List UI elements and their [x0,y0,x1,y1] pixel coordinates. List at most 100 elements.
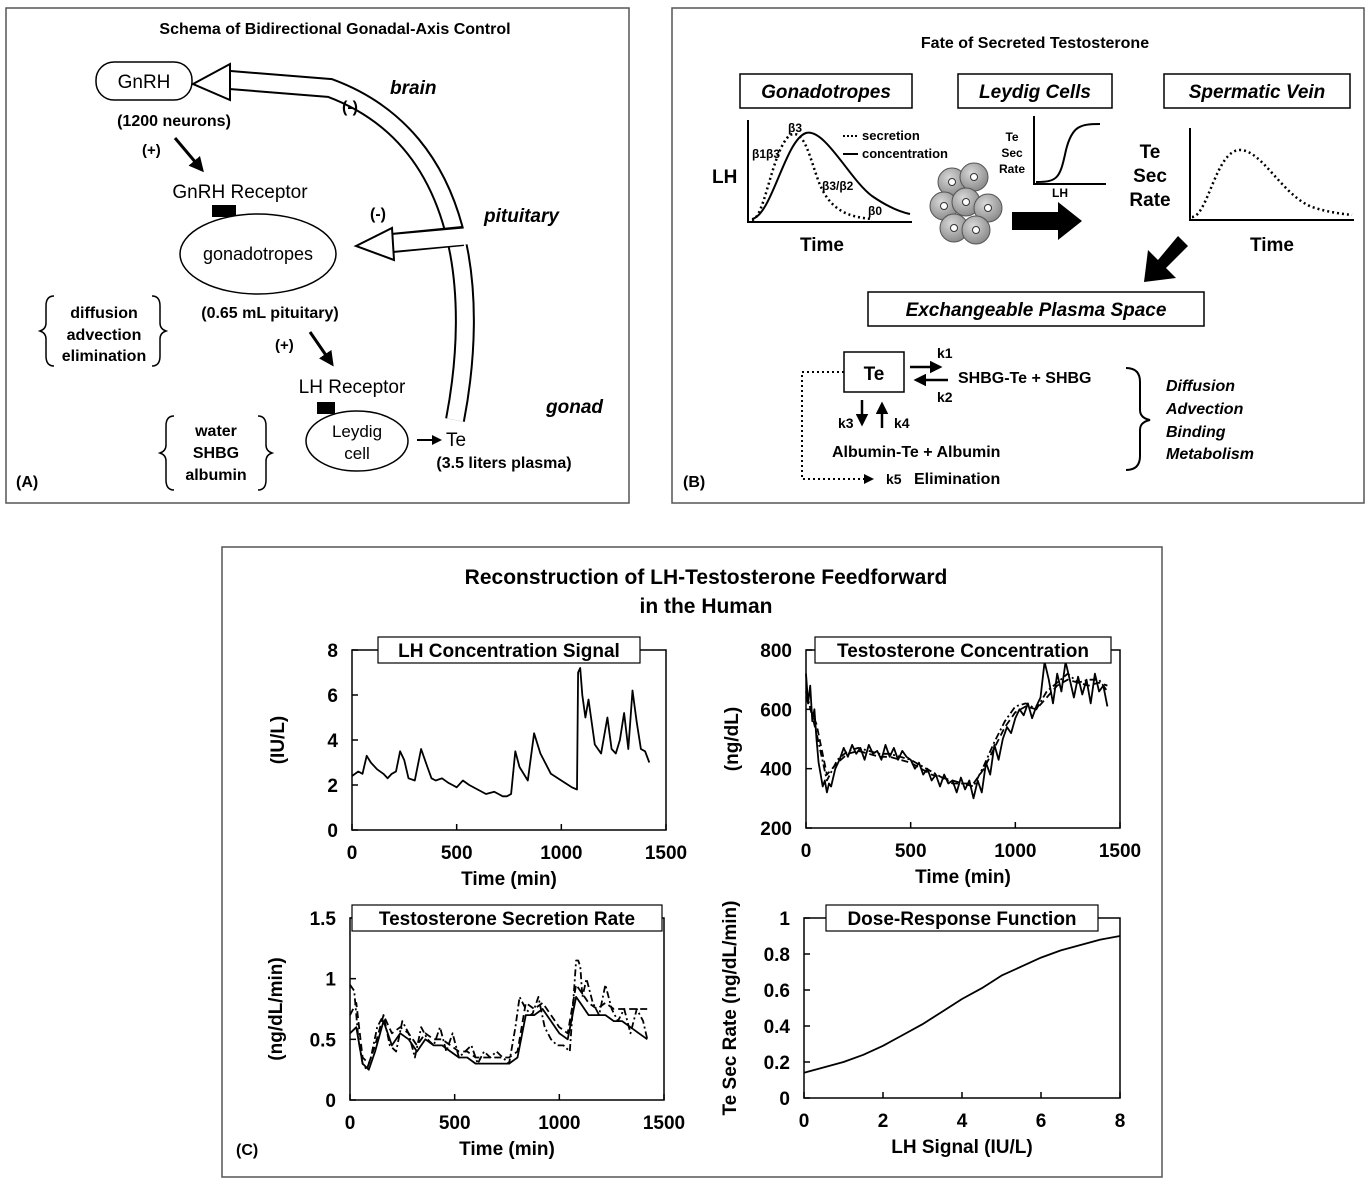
feedback-arrowhead-pituitary [353,226,396,262]
y-axis-label: (ng/dL) [722,707,743,771]
big-arrow-right [1012,202,1082,240]
right-brace-2 [257,415,275,491]
exchangeable-label: Exchangeable Plasma Space [906,300,1167,321]
series-line-2 [805,678,1108,785]
chart-title-box [377,636,641,664]
leydig-label-2: cell [344,444,370,463]
feedback-arrowhead-brain [190,62,231,102]
chart-title: Testosterone Secretion Rate [379,909,635,930]
beta0-label: β0 [868,204,882,218]
pituitary-volume-label: (0.65 mL pituitary) [201,305,339,322]
brace1-line-1: diffusion [70,305,138,322]
gonadotropes-box [739,73,913,109]
x-tick-label: 1500 [643,1113,685,1134]
process-brace [1125,367,1151,471]
y-tick-label: 1.5 [310,909,337,930]
series-line-1 [349,959,649,1071]
plot-area [803,917,1121,1099]
te-sec-small-3: Rate [999,162,1025,176]
gnrh-receptor-mark [212,205,236,217]
leydig-heading: Leydig Cells [979,82,1091,103]
k4-label: k4 [894,415,910,431]
chart-title: Testosterone Concentration [837,641,1089,662]
minus-sign-2: (-) [370,206,386,223]
x-tick-label: 0 [347,843,358,864]
series-line-1 [351,667,651,798]
brace2-line-3: albumin [185,467,246,484]
series-line-1 [805,661,1109,800]
te-label: Te [446,430,466,451]
chart-title: LH Concentration Signal [398,641,620,662]
panel-a-frame [5,7,630,504]
elimination-label: Elimination [914,471,1000,488]
spermatic-heading: Spermatic Vein [1189,82,1326,103]
leydig-ellipse [305,410,409,472]
x-tick-label: 2 [878,1111,889,1132]
x-tick-label: 1500 [1099,841,1141,862]
gonadotropes-heading: Gonadotropes [761,82,891,103]
te-sec-small-2: Sec [1001,146,1023,160]
x-axis-label: Time (min) [459,1139,555,1160]
panel-c-frame [221,546,1163,1178]
x-tick-label: 500 [441,843,473,864]
plot-area [351,649,667,831]
y-tick-label: 0.6 [764,981,790,1002]
te-sec-small-1: Te [1005,130,1018,144]
y-tick-label: 0 [325,1091,336,1112]
brace1-line-3: elimination [62,348,146,365]
y-tick-label: 400 [760,760,792,781]
y-tick-label: 0 [779,1089,790,1110]
x-tick-label: 1000 [994,841,1036,862]
panel-a: Schema of Bidirectional Gonadal-Axis Con… [5,7,630,504]
gnrh-box [95,61,193,101]
arrow-to-lh-receptor [308,331,334,367]
feedback-arrow-brain-fill [229,72,473,422]
x-tick-label: 0 [345,1113,356,1134]
plus-sign-2: (+) [275,337,294,354]
chart-title-box [814,636,1112,664]
plot-area [805,649,1121,829]
y-tick-label: 0.5 [310,1030,337,1051]
k2-label: k2 [937,389,953,405]
left-brace-1 [37,295,55,367]
x-tick-label: 500 [895,841,927,862]
panel-b-frame [671,7,1365,504]
y-tick-label: 0.8 [764,945,790,966]
series-line-1 [803,935,1121,1074]
y-tick-label: 4 [327,731,338,752]
brace2-line-2: SHBG [193,445,239,462]
process-4: Metabolism [1166,446,1254,463]
te-sec-big-2: Sec [1133,166,1167,187]
chart-title: Dose-Response Function [847,909,1076,930]
k3-label: k3 [838,415,854,431]
chart-title-box [825,904,1099,932]
beta3beta2-label: β3/β2 [822,179,854,193]
y-tick-label: 200 [760,819,792,840]
panel-c-title-2: in the Human [639,595,772,618]
right-brace-1 [151,295,169,367]
te-sec-big-3: Rate [1129,190,1170,211]
x-tick-label: 1500 [645,843,687,864]
y-tick-label: 800 [760,641,792,662]
beta1beta3-label: β1β3 [752,147,780,161]
lh-plot-axes [747,120,912,223]
beta3-label: β3 [788,121,802,135]
shbg-label: SHBG-Te + SHBG [958,370,1092,387]
y-tick-label: 1 [325,970,336,991]
leydig-plot-axes [1033,116,1106,185]
gnrh-receptor-label: GnRH Receptor [172,182,308,203]
y-tick-label: 0.2 [764,1053,790,1074]
exchangeable-box [867,291,1205,327]
series-line-3 [349,996,648,1071]
neurons-label: (1200 neurons) [117,113,231,130]
legend-concentration-label: concentration [862,146,948,161]
x-tick-label: 1000 [540,843,582,864]
plot-area [349,917,665,1101]
x-tick-label: 0 [801,841,812,862]
lh-small-label: LH [1052,186,1068,200]
y-tick-label: 1 [779,909,790,930]
leydig-label-1: Leydig [332,422,382,441]
panel-b-label: (B) [683,474,705,491]
